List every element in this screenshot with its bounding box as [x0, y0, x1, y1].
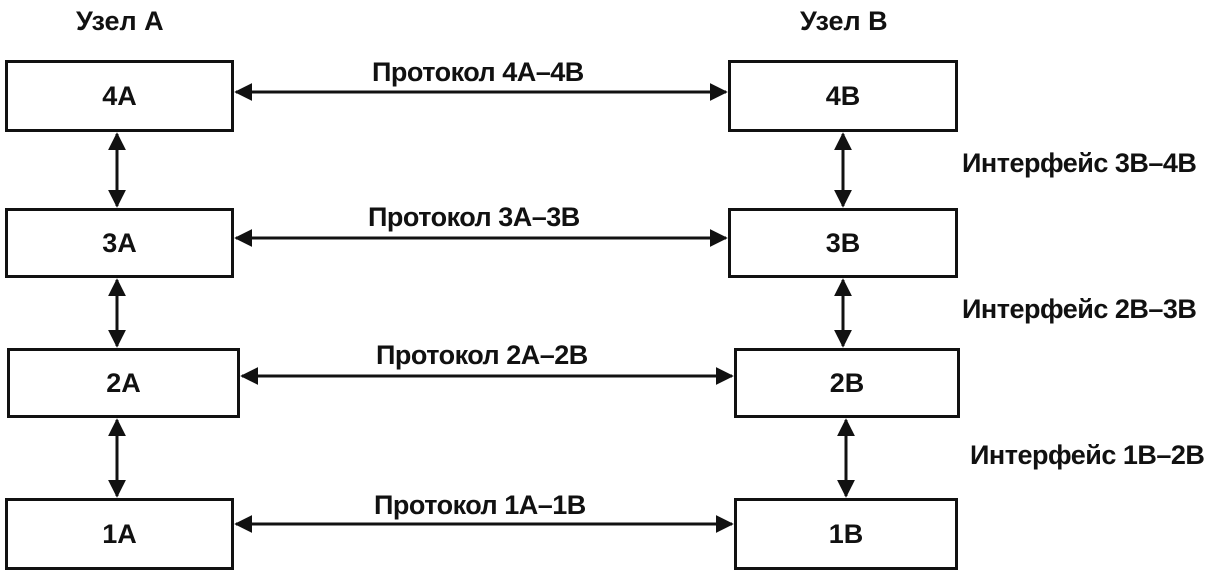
- node-b-layer-1-box: 1В: [734, 498, 958, 570]
- node-a-layer-4-box: 4А: [5, 60, 234, 132]
- interface-label-2-3: Интерфейс 2В–3В: [962, 294, 1197, 324]
- interface-label-3-4: Интерфейс 3В–4В: [962, 148, 1197, 178]
- node-b-title: Узел В: [800, 6, 888, 36]
- node-b-layer-4-box: 4В: [728, 60, 958, 132]
- protocol-label-4: Протокол 4А–4В: [372, 57, 584, 87]
- protocol-label-3: Протокол 3А–3В: [368, 202, 580, 232]
- node-b-layer-3-box: 3В: [728, 208, 958, 278]
- node-a-layer-1-box: 1А: [5, 498, 234, 570]
- node-a-title: Узел А: [76, 6, 164, 36]
- interface-label-1-2: Интерфейс 1В–2В: [970, 440, 1205, 470]
- node-a-layer-2-box: 2А: [7, 348, 240, 418]
- protocol-label-1: Протокол 1А–1В: [374, 490, 586, 520]
- protocol-label-2: Протокол 2А–2В: [376, 340, 588, 370]
- node-a-layer-3-box: 3А: [5, 208, 234, 278]
- node-b-layer-2-box: 2В: [734, 348, 960, 418]
